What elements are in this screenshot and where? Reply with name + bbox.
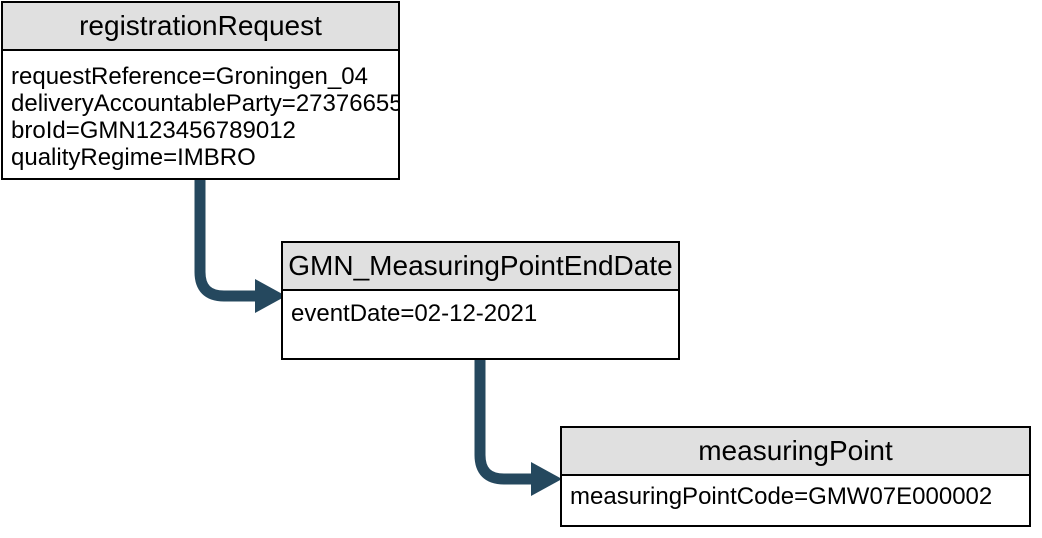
node-title-registration-request: registrationRequest — [3, 3, 398, 51]
node-attributes-measuring-point-end-date: eventDate=02-12-2021 — [283, 291, 678, 327]
node-attributes-measuring-point: measuringPointCode=GMW07E000002 — [562, 476, 1029, 510]
connector-arrow-enddate-to-measuringpoint — [474, 359, 562, 496]
node-registration-request: registrationRequest requestReference=Gro… — [1, 1, 400, 180]
node-title-measuring-point-end-date: GMN_MeasuringPointEndDate — [283, 243, 678, 291]
connector-elbow-line-2 — [474, 359, 532, 485]
node-title-measuring-point: measuringPoint — [562, 428, 1029, 476]
node-measuring-point-end-date: GMN_MeasuringPointEndDate eventDate=02-1… — [281, 241, 680, 360]
connector-arrowhead-icon-2 — [531, 462, 562, 496]
node-measuring-point: measuringPoint measuringPointCode=GMW07E… — [560, 426, 1031, 527]
attribute-bro-id: broId=GMN123456789012 — [11, 117, 296, 144]
node-attributes-registration-request: requestReference=Groningen_04 deliveryAc… — [3, 51, 398, 171]
connector-arrow-registration-to-enddate — [194, 179, 286, 313]
attribute-measuring-point-code: measuringPointCode=GMW07E000002 — [570, 483, 993, 510]
attribute-delivery-accountable-party: deliveryAccountableParty=27376655 — [11, 90, 398, 117]
connector-elbow-line-1 — [194, 179, 256, 302]
attribute-event-date: eventDate=02-12-2021 — [291, 300, 538, 327]
attribute-quality-regime: qualityRegime=IMBRO — [11, 144, 256, 171]
attribute-request-reference: requestReference=Groningen_04 — [11, 63, 368, 90]
